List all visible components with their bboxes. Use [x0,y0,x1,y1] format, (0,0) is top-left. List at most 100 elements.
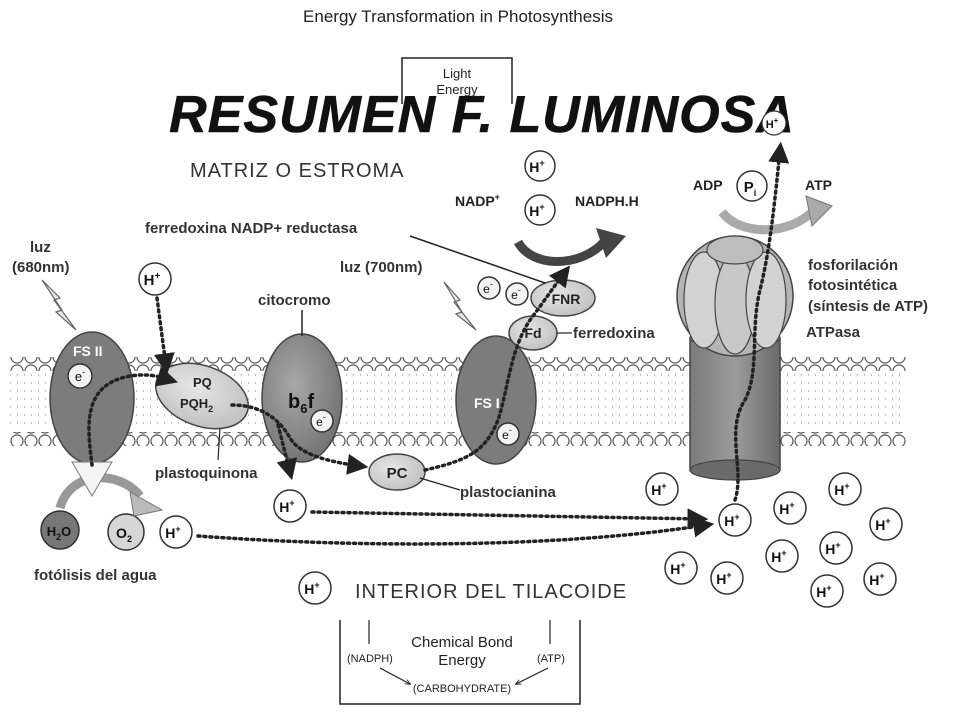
ferredoxina-label: ferredoxina [573,325,655,342]
light-700-label: luz (700nm) [340,259,423,276]
fosforilacion-label-2: fotosintética [808,277,898,294]
svg-text:H+: H+ [816,583,831,600]
h-plus-lumen-b6f: H+ [273,489,307,523]
h-plus-nadp-2: H+ [524,194,556,226]
h-plus-c3: H+ [773,491,807,525]
pqh2-label: PQH [180,396,208,411]
h-plus-c8: H+ [664,551,698,585]
svg-text:H+: H+ [766,116,779,131]
svg-text:H+: H+ [529,202,544,219]
pi-molecule: Pi [736,170,768,202]
h-plus-atp-top: H+ [761,110,787,136]
b6f-label: b [288,391,300,413]
light-energy-line2: Energy [436,82,478,97]
fnr-enzyme: FNR [530,279,596,317]
nadph-label: NADPH.H [575,193,639,209]
svg-text:b6f: b6f [288,391,314,416]
svg-text:O2: O2 [116,525,132,544]
h-plus-c1: H+ [645,472,679,506]
electron-ps2: e- [67,363,93,389]
h-plus-c6: H+ [819,531,853,565]
fosforilacion-label-1: fosforilación [808,257,898,274]
h-plus-c9: H+ [710,561,744,595]
svg-text:H+: H+ [724,512,739,529]
adp-label: ADP [693,177,723,193]
plastoquinona-label: plastoquinona [155,465,258,482]
fotolisis-label: fotólisis del agua [34,567,157,584]
electron-fnr-1: e- [477,276,501,300]
citocromo-label: citocromo [258,292,331,309]
top-caption: Energy Transformation in Photosynthesis [303,7,613,26]
fosforilacion-label-3: (síntesis de ATP) [808,298,928,315]
svg-text:PQH2: PQH2 [180,396,213,414]
ps2-label: FS II [73,343,103,359]
svg-text:H+: H+ [165,524,180,541]
atp-label: ATP [805,177,832,193]
nadp-plus-label: NADP+ [455,192,500,209]
atp-synthase [676,235,794,481]
plastocyanin: PC [368,453,426,491]
svg-text:e-: e- [502,425,512,442]
h-plus-c11: H+ [863,562,897,596]
h-plus-c7: H+ [765,539,799,573]
svg-text:Pi: Pi [744,179,757,198]
water-split-arrow [55,461,164,517]
electron-flow-paths [87,141,790,546]
svg-text:H+: H+ [279,498,294,515]
svg-text:H+: H+ [869,571,884,588]
h-plus-c10: H+ [810,574,844,608]
light-energy-line1: Light [443,66,472,81]
chemical-bond-box: Chemical Bond Energy (NADPH) (ATP) (CARB… [339,620,581,705]
svg-text:H+: H+ [304,580,319,597]
fd-label: Fd [524,325,541,341]
svg-text:H+: H+ [144,271,161,289]
atp-synthesis-arrow [718,195,833,235]
atpasa-label: ATPasa [806,324,861,341]
plastoquinone: PQ PQH2 [154,362,250,430]
h-plus-water: H+ [159,515,193,549]
oxygen-molecule: O2 [107,513,145,551]
h-plus-nadp-1: H+ [524,150,556,182]
svg-text:H+: H+ [825,540,840,557]
svg-text:H+: H+ [834,481,849,498]
h-plus-c2: H+ [718,503,752,537]
lightning-700-icon [443,281,477,331]
stroma-label: MATRIZ O ESTROMA [190,160,405,182]
plastocianina-label: plastocianina [460,484,557,501]
photosystem-i: FS I [455,335,537,465]
electron-b6f: e- [310,409,334,433]
h-plus-c4: H+ [828,472,862,506]
thylakoid-membrane [10,357,906,446]
svg-text:e-: e- [483,279,493,296]
svg-text:e-: e- [316,412,326,429]
electron-ps1: e- [496,422,520,446]
svg-text:H+: H+ [529,158,544,175]
fnr-label: FNR [552,291,581,307]
electron-fnr-2: e- [505,282,529,306]
h-plus-stroma-pq: H+ [138,262,172,296]
svg-text:H+: H+ [670,560,685,577]
chemical-bond-title-1: Chemical Bond [411,634,513,651]
light-680-label-b: (680nm) [12,259,70,276]
chemical-bond-title-2: Energy [438,652,486,669]
svg-text:e-: e- [511,285,521,302]
chemical-bond-atp: (ATP) [537,653,565,665]
ps1-label: FS I [474,395,500,411]
svg-text:e-: e- [75,367,85,384]
light-680-label-a: luz [30,239,51,256]
main-title: RESUMEN F. LUMINOSA [169,86,795,144]
svg-text:H+: H+ [651,481,666,498]
svg-text:H+: H+ [771,548,786,565]
h-plus-lumen-bottom: H+ [298,571,332,605]
pc-label: PC [387,465,408,482]
h-plus-cluster: H+ H+ H+ H+ H+ H+ H+ H+ H+ H+ H+ [645,472,903,608]
lightning-680-icon [41,279,77,331]
svg-text:H+: H+ [779,500,794,517]
chemical-bond-carb: (CARBOHYDRATE) [413,683,511,695]
svg-text:H+: H+ [875,516,890,533]
water-molecule: H2O [40,510,80,550]
cytochrome-b6f: b6f [261,333,343,463]
pq-label: PQ [193,375,212,390]
